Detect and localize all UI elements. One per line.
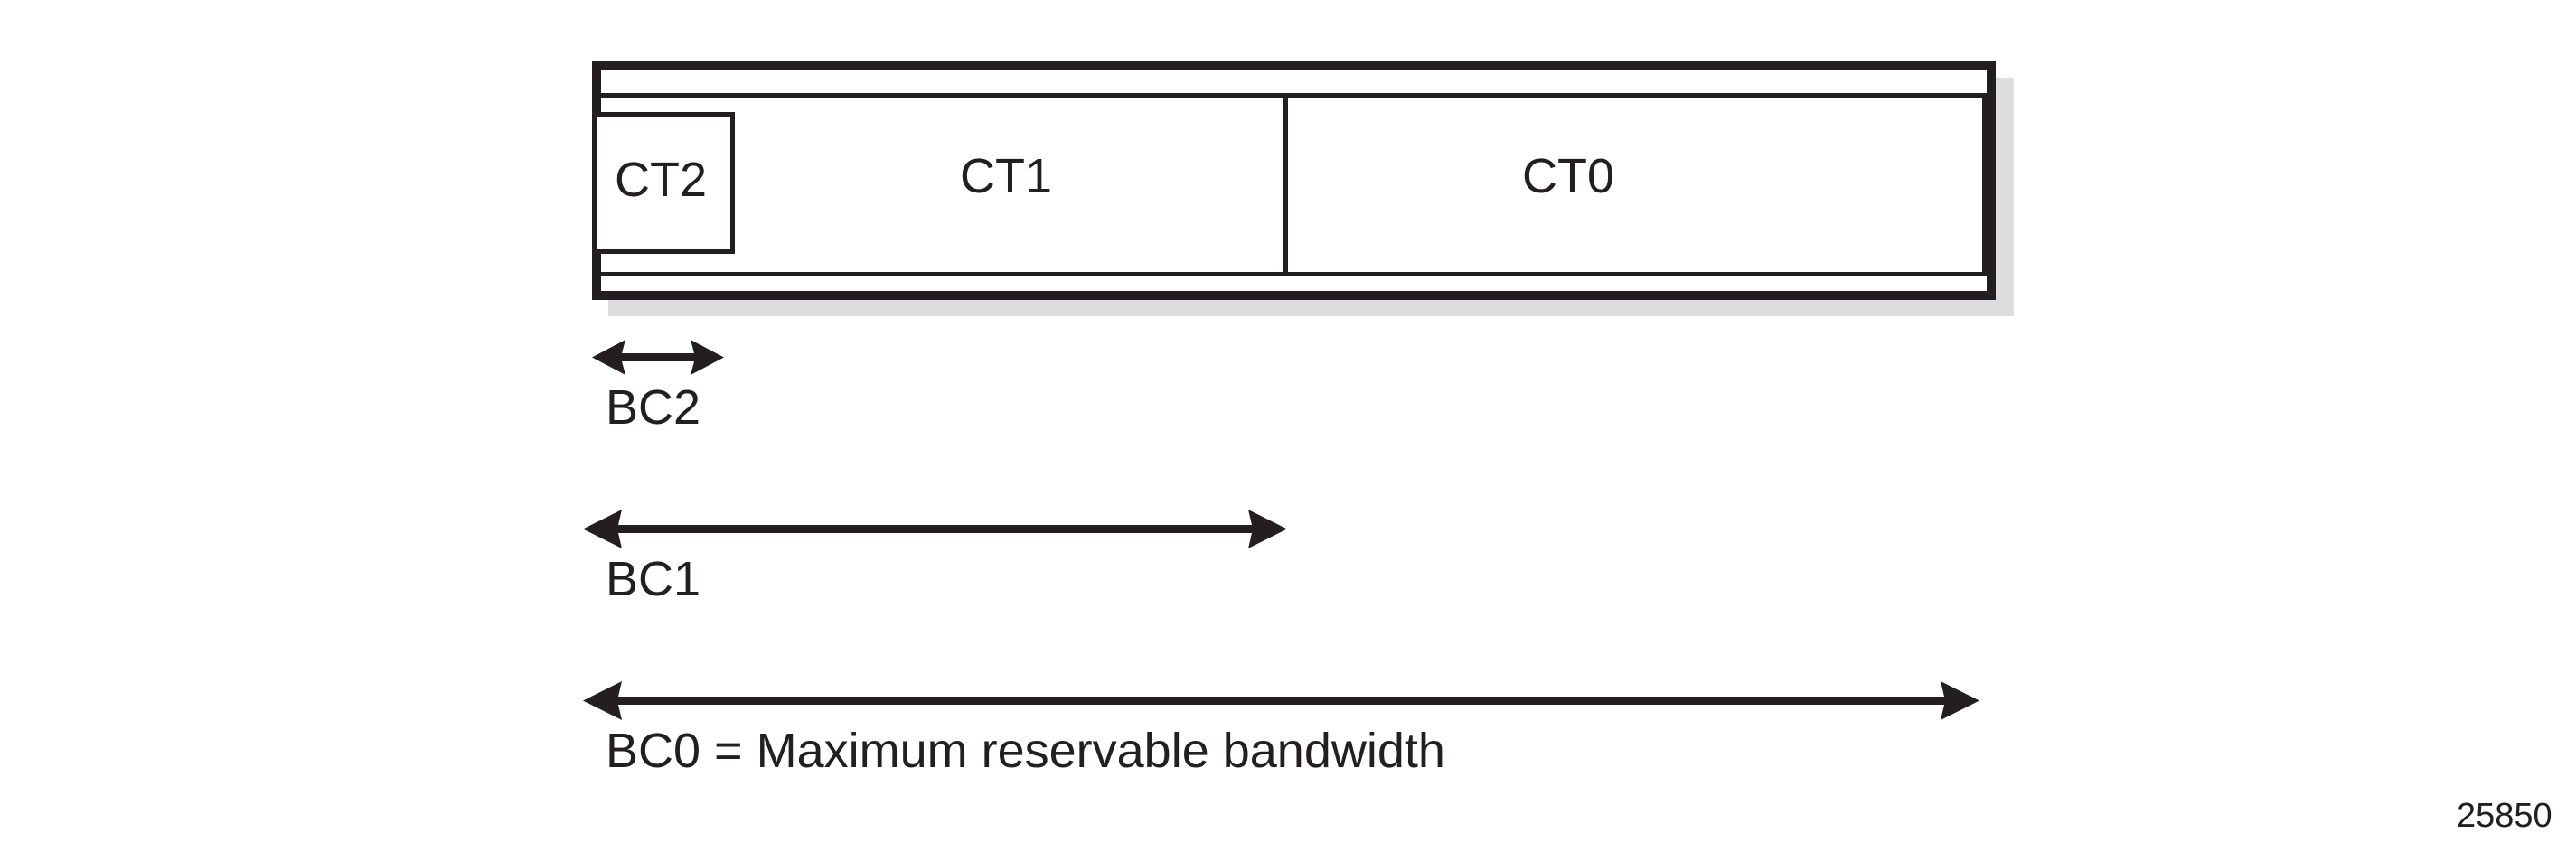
reservable-region-box bbox=[601, 93, 1987, 276]
ct2-segment-box bbox=[592, 112, 735, 254]
ct0-label: CT0 bbox=[1522, 149, 1615, 203]
bc2-double-arrow-icon bbox=[592, 340, 724, 375]
ct1-label: CT1 bbox=[960, 149, 1053, 203]
figure-number: 25850 bbox=[2457, 797, 2552, 835]
bc1-double-arrow-icon bbox=[583, 510, 1287, 548]
bc1-label: BC1 bbox=[606, 552, 701, 606]
ct2-label: CT2 bbox=[615, 153, 708, 207]
bc1-arrow bbox=[578, 504, 1320, 555]
bc2-label: BC2 bbox=[606, 380, 701, 435]
bc0-label: BC0 = Maximum reservable bandwidth bbox=[606, 724, 1445, 778]
bc0-double-arrow-icon bbox=[583, 681, 1979, 720]
ct1-ct0-divider bbox=[1283, 93, 1288, 276]
bc2-arrow bbox=[578, 332, 759, 383]
bc0-arrow bbox=[578, 676, 2016, 726]
